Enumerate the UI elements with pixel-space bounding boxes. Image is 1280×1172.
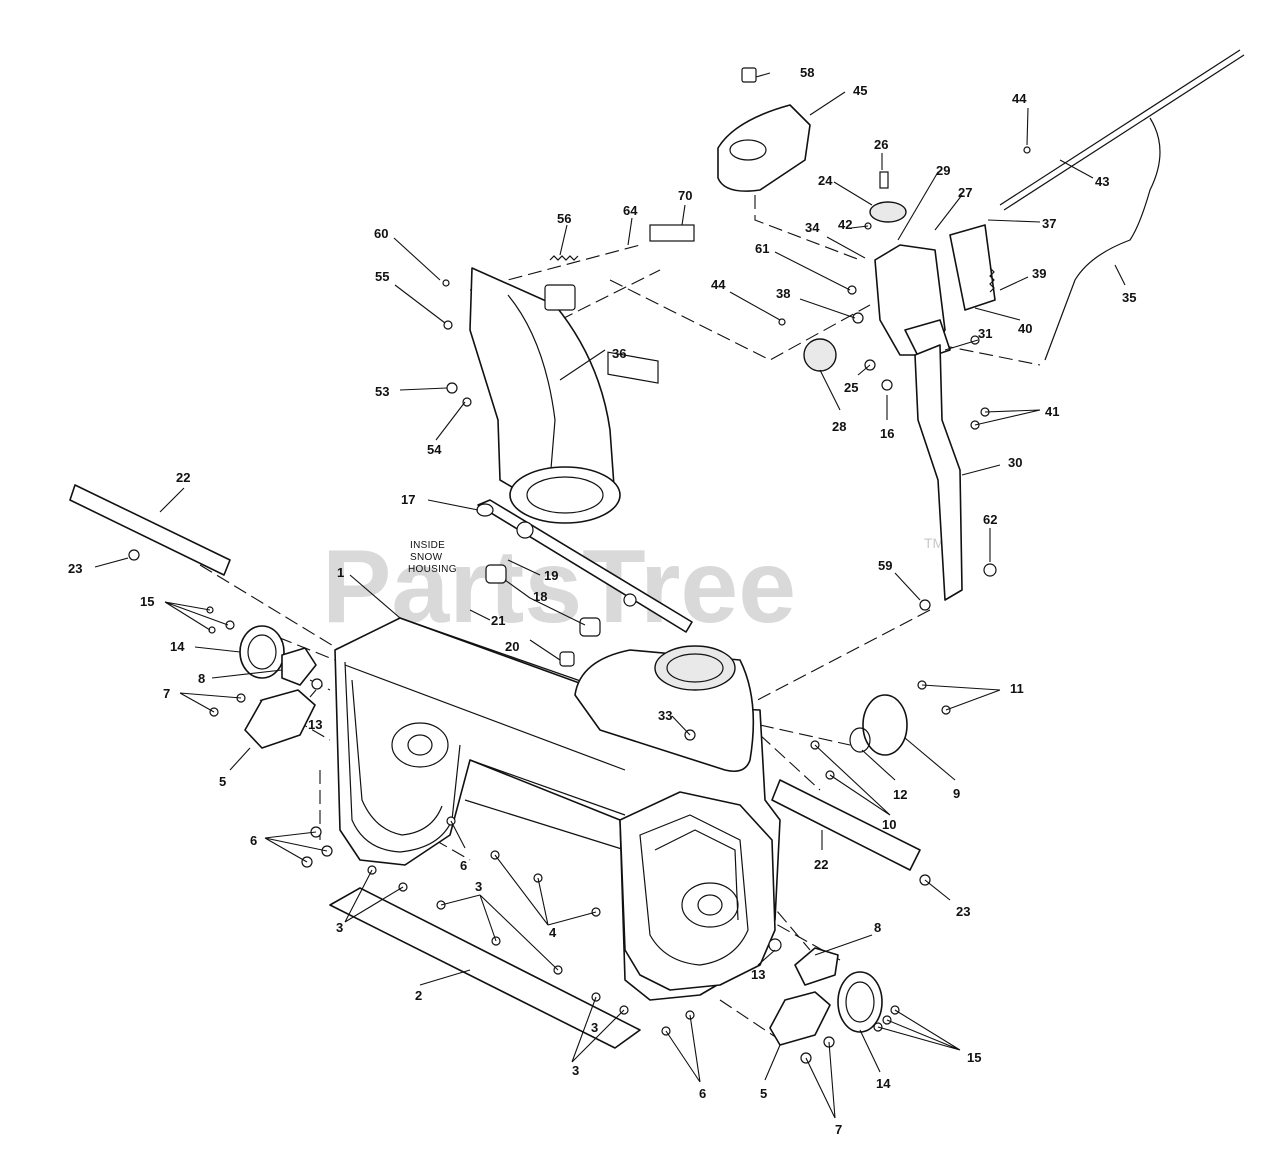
callout-label: 28 [832,419,846,434]
callout-label: 6 [250,833,257,848]
callout-label: 24 [818,173,833,188]
inside-housing-note: INSIDE SNOW HOUSING [408,540,457,575]
callout-label: 29 [936,163,950,178]
callout-label: 5 [219,774,226,789]
note-line-1: INSIDE [410,540,445,551]
chute-bracket [914,344,963,601]
callout-label: 4 [549,925,557,940]
gear-bracket [803,171,996,372]
bearing-plates [239,625,908,1033]
callout-label: 30 [1008,455,1022,470]
callout-label: 15 [967,1050,981,1065]
callout-label: 22 [814,857,828,872]
callout-label: 37 [1042,216,1056,231]
callout-label: 14 [876,1076,891,1091]
auger-shaft [476,499,693,633]
callout-label: 44 [1012,91,1027,106]
callout-label: 36 [612,346,626,361]
callout-label: 3 [475,879,482,894]
callout-label: 12 [893,787,907,802]
callout-label: 21 [491,613,505,628]
callout-label: 53 [375,384,389,399]
spring [549,255,579,261]
callout-label: 8 [874,920,881,935]
callout-label: 39 [1032,266,1046,281]
callout-label: 44 [711,277,726,292]
callout-label: 70 [678,188,692,203]
callout-labels: 58 45 44 26 24 29 27 43 60 56 64 70 42 3… [68,65,1136,1137]
callout-label: 31 [978,326,992,341]
callout-label: 10 [882,817,896,832]
callout-label: 54 [427,442,442,457]
callout-label: 22 [176,470,190,485]
bearings [485,564,601,667]
shave-plates [69,484,921,871]
callout-label: 7 [835,1122,842,1137]
callout-label: 62 [983,512,997,527]
callout-label: 58 [800,65,814,80]
decals [607,224,695,384]
callout-label: 26 [874,137,888,152]
snow-housing [334,617,781,1001]
control-rod [999,49,1245,361]
callout-label: 11 [1010,681,1024,696]
callout-label: 38 [776,286,790,301]
leader-lines [94,72,1126,1119]
callout-label: 34 [805,220,820,235]
callout-label: 6 [460,858,467,873]
callout-label: 6 [699,1086,706,1101]
discharge-chute [469,267,621,524]
callout-label: 1 [337,565,344,580]
callout-label: 43 [1095,174,1109,189]
callout-label: 27 [958,185,972,200]
callout-label: 55 [375,269,389,284]
callout-label: 3 [336,920,343,935]
note-line-3: HOUSING [408,564,457,575]
callout-label: 23 [956,904,970,919]
callout-label: 60 [374,226,388,241]
callout-label: 23 [68,561,82,576]
callout-label: 3 [572,1063,579,1078]
note-line-2: SNOW [410,552,443,563]
scraper-bar [329,887,641,1049]
callout-label: 20 [505,639,519,654]
callout-label: 59 [878,558,892,573]
callout-label: 56 [557,211,571,226]
callout-label: 19 [544,568,558,583]
callout-label: 25 [844,380,858,395]
callout-label: 45 [853,83,867,98]
callout-label: 8 [198,671,205,686]
callout-label: 3 [591,1020,598,1035]
callout-label: 9 [953,786,960,801]
watermark-trademark: TM [924,535,944,551]
skid-shoes [244,689,831,1046]
chute-crank-head [717,67,811,192]
callout-label: 35 [1122,290,1136,305]
callout-label: 41 [1045,404,1059,419]
callout-label: 18 [533,589,547,604]
callout-label: 15 [140,594,154,609]
callout-label: 17 [401,492,415,507]
callout-label: 7 [163,686,170,701]
callout-label: 61 [755,241,769,256]
callout-label: 14 [170,639,185,654]
callout-label: 42 [838,217,852,232]
callout-label: 64 [623,203,638,218]
callout-label: 13 [308,717,322,732]
callout-label: 40 [1018,321,1032,336]
callout-label: 2 [415,988,422,1003]
callout-label: 33 [658,708,672,723]
callout-label: 13 [751,967,765,982]
callout-label: 5 [760,1086,767,1101]
callout-label: 16 [880,426,894,441]
